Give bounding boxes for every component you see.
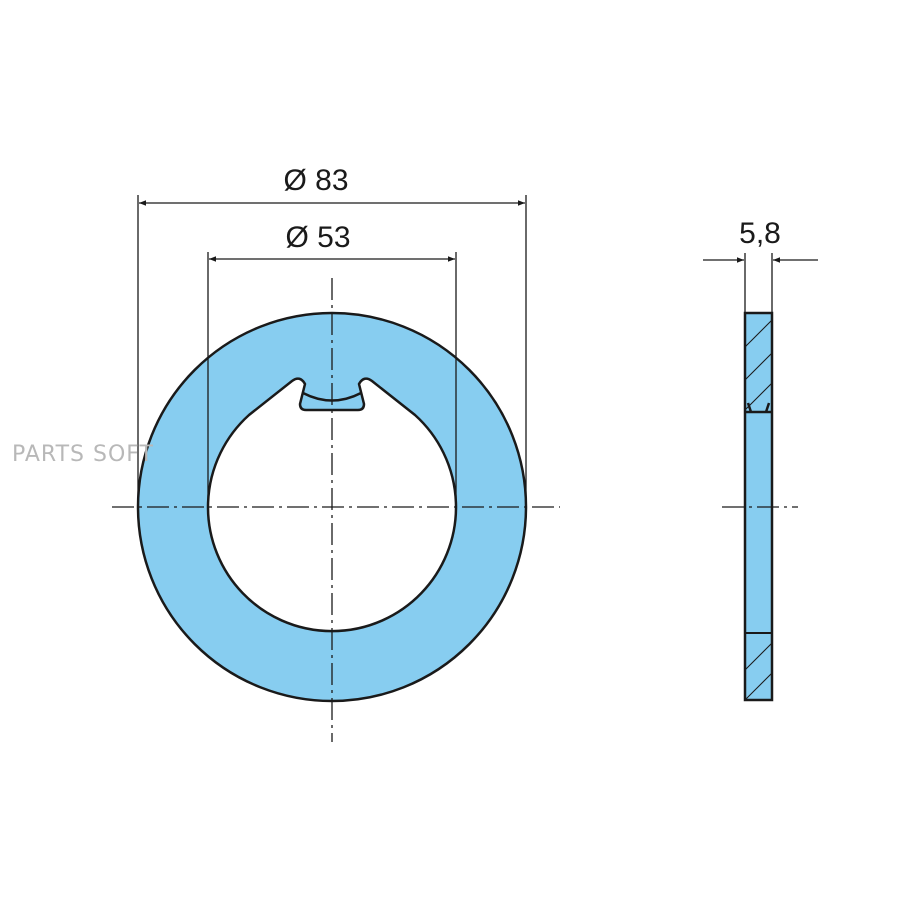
watermark: PARTS SOFT bbox=[12, 442, 154, 467]
side-tab-edge bbox=[745, 402, 772, 414]
outer-diameter-label: Ø 83 bbox=[283, 164, 348, 197]
thickness-label: 5,8 bbox=[739, 217, 781, 250]
inner-diameter-label: Ø 53 bbox=[285, 221, 350, 254]
section-hatching bbox=[745, 319, 772, 700]
